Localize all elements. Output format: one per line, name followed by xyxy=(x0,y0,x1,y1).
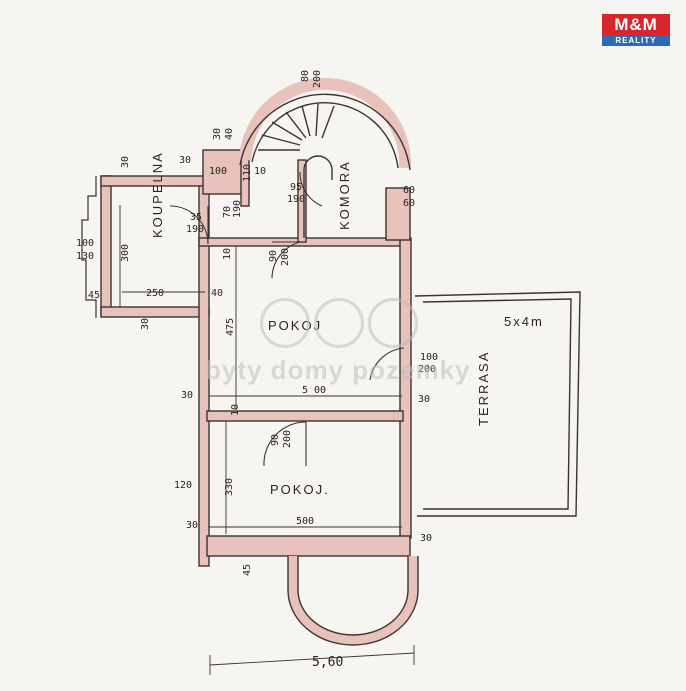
dim-560: 5,60 xyxy=(312,655,343,670)
wm-circle-icon xyxy=(314,298,364,348)
terasa-size: 5x4m xyxy=(504,314,544,329)
dim-35: 35 xyxy=(190,212,202,223)
dim-40-b: 40 xyxy=(211,288,223,299)
dim-500-upper: 5 00 xyxy=(302,385,326,396)
dim-40: 40 xyxy=(224,128,235,140)
dim-10-low: 10 xyxy=(230,404,241,416)
dim-250: 250 xyxy=(146,288,164,299)
brand-logo: M&M REALITY xyxy=(602,14,670,46)
dim-110: 110 xyxy=(242,164,253,182)
terrace-outline xyxy=(414,291,581,517)
logo-brand: M&M xyxy=(602,14,670,36)
dim-475: 475 xyxy=(225,318,236,336)
dim-130-left: 130 xyxy=(76,251,94,262)
dim-200b: 200 xyxy=(282,430,293,448)
room-koupelna: KOUPELNA xyxy=(150,151,165,238)
dim-30-top: 30 xyxy=(179,155,191,166)
door-swings xyxy=(169,171,405,467)
dim-60b: 60 xyxy=(403,198,415,209)
dim-80: 80 xyxy=(300,70,311,82)
dim-10-mid: 10 xyxy=(222,248,233,260)
dim-200: 200 xyxy=(312,70,323,88)
dim-190b: 190 xyxy=(186,224,204,235)
bathroom-outer-steps xyxy=(81,176,97,318)
wm-circle-icon xyxy=(368,298,418,348)
dim-200-door: 200 xyxy=(418,364,436,375)
dim-30-left: 30 xyxy=(120,156,131,168)
dim-30-low: 30 xyxy=(186,520,198,531)
dim-60a: 60 xyxy=(403,185,415,196)
bay-window xyxy=(287,556,419,646)
dim-100-door: 100 xyxy=(420,352,438,363)
dim-330: 330 xyxy=(224,478,235,496)
dim-70: 70 xyxy=(222,206,233,218)
logo-sub: REALITY xyxy=(602,36,670,46)
dim-500-lower: 500 xyxy=(296,516,314,527)
dimension-lines xyxy=(119,205,415,675)
dim-190c: 190 xyxy=(232,200,243,218)
dim-190: 190 xyxy=(287,194,305,205)
dim-30-right: 30 xyxy=(418,394,430,405)
dim-100: 100 xyxy=(209,166,227,177)
dim-300: 300 xyxy=(120,244,131,262)
room-pokoj-lower: POKOJ. xyxy=(270,482,330,497)
walls xyxy=(100,149,412,567)
room-terasa: TERRASA xyxy=(476,351,491,426)
dim-30: 30 xyxy=(212,128,223,140)
dim-200a: 200 xyxy=(280,248,291,266)
stair-tower xyxy=(239,77,412,238)
dim-45-bottom: 45 xyxy=(242,564,253,576)
dim-95: 95 xyxy=(290,182,302,193)
room-komora: KOMORA xyxy=(337,160,352,230)
dim-30-bottom: 30 xyxy=(420,533,432,544)
dim-10-stair: 10 xyxy=(254,166,266,177)
dim-120: 120 xyxy=(174,480,192,491)
wm-circle-icon xyxy=(260,298,310,348)
dim-30-bath: 30 xyxy=(140,318,151,330)
dim-100-left: 100 xyxy=(76,238,94,249)
dim-90a: 90 xyxy=(268,250,279,262)
watermark-text: byty domy pozemky xyxy=(205,355,471,385)
dim-45: 45 xyxy=(88,290,100,301)
dim-30-mid: 30 xyxy=(181,390,193,401)
dim-90b: 90 xyxy=(270,434,281,446)
